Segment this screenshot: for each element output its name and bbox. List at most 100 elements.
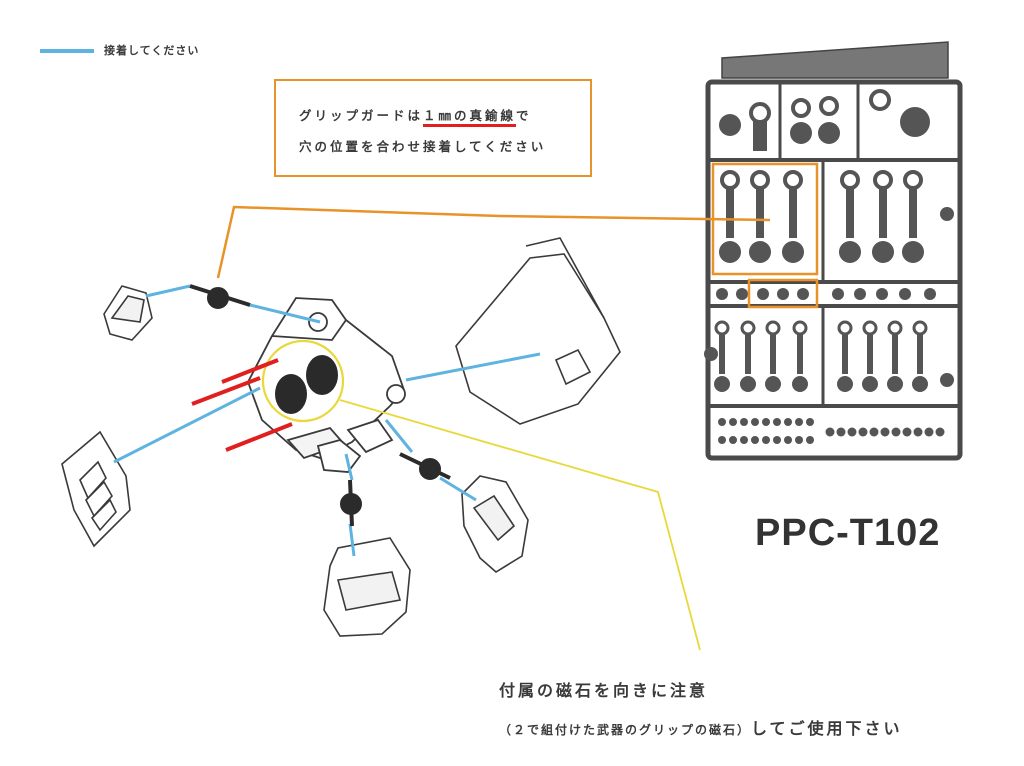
sprue-part — [740, 376, 756, 392]
red-indicator-line — [225, 422, 293, 452]
sprue-part — [880, 427, 890, 437]
sprue-part — [917, 334, 923, 374]
joint-ball — [340, 493, 362, 515]
magnet-note-sub: （２で組付けた武器のグリップの磁石）してご使用下さい — [499, 715, 903, 739]
yellow-leader-line — [339, 399, 701, 651]
sprue-part — [751, 418, 759, 426]
joint-ball — [419, 458, 441, 480]
note-line-1-pre: グリップガードは — [299, 108, 424, 123]
sprue-part — [740, 436, 748, 444]
sprue-part — [753, 121, 767, 151]
sprue-part — [924, 288, 936, 300]
sprue-part — [846, 188, 854, 238]
note-line-1-post: で — [516, 108, 532, 123]
sprue-part — [909, 188, 917, 238]
sprue-part — [876, 288, 888, 300]
sprue-part — [718, 436, 726, 444]
sprue-part — [795, 436, 803, 444]
sprue-part — [806, 418, 814, 426]
magnet — [275, 374, 307, 414]
sprue-part — [836, 427, 846, 437]
sprue-part — [818, 122, 840, 144]
joint-ball — [207, 287, 229, 309]
sprue-part — [762, 436, 770, 444]
sprue-part — [867, 334, 873, 374]
sprue-part — [745, 334, 751, 374]
sprue-part — [790, 122, 812, 144]
sprue-part — [847, 427, 857, 437]
part-bottom-block — [323, 537, 411, 637]
sprue-part — [784, 436, 792, 444]
sprue-part — [749, 241, 771, 263]
sprue-part — [792, 376, 808, 392]
sprue-part — [795, 418, 803, 426]
sprue-gate — [940, 373, 954, 387]
sprue-part — [765, 376, 781, 392]
sprue-part — [862, 376, 878, 392]
sprue-part — [789, 188, 797, 238]
sprue-part — [842, 334, 848, 374]
sprue-part — [899, 288, 911, 300]
red-indicator-line — [191, 376, 261, 406]
sprue-part — [869, 427, 879, 437]
sprue-part — [719, 241, 741, 263]
sprue-part — [770, 334, 776, 374]
sprue-gate — [940, 207, 954, 221]
sprue-part — [773, 436, 781, 444]
brass-wire-underlined: １㎜の真鍮線 — [423, 108, 517, 127]
sprue-part — [791, 98, 811, 118]
sprue-part — [726, 188, 734, 238]
sprue-part — [839, 241, 861, 263]
joint-rods — [189, 284, 451, 527]
sprue-part — [797, 288, 809, 300]
magnet — [306, 355, 338, 395]
sprue-part — [869, 89, 891, 111]
sprue-part — [751, 436, 759, 444]
sprue-part — [773, 418, 781, 426]
sprue-part — [806, 436, 814, 444]
magnet-note-sub-small: （２で組付けた武器のグリップの磁石） — [499, 723, 752, 737]
sprue-part — [832, 288, 844, 300]
sprue-part — [900, 107, 930, 137]
magnet-note-sub-large: してご使用下さい — [751, 719, 903, 738]
sprue-part — [736, 288, 748, 300]
legend-glue-swatch — [40, 49, 94, 53]
sprue-part — [729, 418, 737, 426]
sprue-part — [718, 418, 726, 426]
sprue-part — [777, 288, 789, 300]
orange-leader-line — [216, 205, 771, 279]
model-code: PPC-T102 — [755, 512, 941, 554]
sprue-part — [797, 334, 803, 374]
sprue-part — [924, 427, 934, 437]
sprue-part — [825, 427, 835, 437]
small-part-highlight — [747, 278, 819, 309]
grip-guard-note-box: グリップガードは１㎜の真鍮線で 穴の位置を合わせ接着してください — [274, 79, 592, 177]
sprue-part — [935, 427, 945, 437]
magnet-note-title: 付属の磁石を向きに注意 — [499, 681, 709, 700]
sprue-part — [892, 334, 898, 374]
sprue-part — [819, 96, 839, 116]
legend-glue-label: 接着してください — [104, 44, 200, 57]
magnet-highlight-circle — [261, 339, 345, 423]
sprue-part — [902, 241, 924, 263]
sprue-part — [784, 418, 792, 426]
part-angled-sheet — [455, 237, 621, 425]
sprue-part — [837, 376, 853, 392]
part-right-block — [461, 475, 529, 573]
glue-lines — [113, 284, 541, 557]
part-small-block — [103, 285, 153, 341]
sprue-part — [762, 418, 770, 426]
sprue-part — [887, 376, 903, 392]
sprue-part — [757, 288, 769, 300]
sprue-tab — [721, 41, 949, 79]
sprue-part — [913, 427, 923, 437]
sprue-part — [719, 114, 741, 136]
sprue-part — [782, 241, 804, 263]
sprue-part — [891, 427, 901, 437]
sprue-part — [872, 241, 894, 263]
sprue-sheet — [704, 41, 963, 461]
sprue-part — [714, 376, 730, 392]
part-grip-plate — [61, 430, 131, 548]
red-indicator-line — [221, 358, 279, 384]
